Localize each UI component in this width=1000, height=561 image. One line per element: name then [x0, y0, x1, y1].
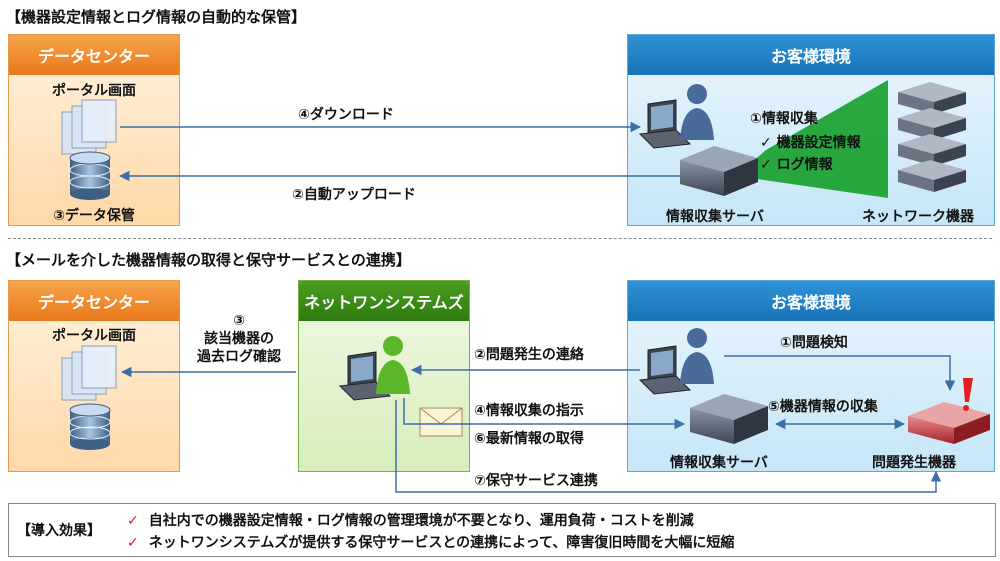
netone-laptop-user-icon	[338, 336, 410, 401]
bottom-customer-laptop-user-icon	[638, 328, 714, 395]
top-portal-label: ポータル画面	[52, 83, 136, 99]
top-section-title: 【機器設定情報とログ情報の自動的な保管】	[6, 8, 307, 26]
step3-label: ③ 該当機器の 過去ログ確認	[186, 312, 292, 366]
alert-icon	[963, 378, 973, 411]
bottom-portal-documents-icon	[61, 345, 117, 401]
top-upload-label: ②自動アップロード	[292, 187, 416, 203]
step4-label: ④情報収集の指示	[474, 403, 584, 419]
top-collect-item2: ✓ ログ情報	[760, 157, 833, 173]
top-customer-header: お客様環境	[628, 35, 994, 75]
top-upload-arrow	[118, 170, 691, 182]
step3-line1: 該当機器の	[204, 331, 274, 347]
bottom-collection-server-icon	[690, 394, 768, 444]
step1-label: ①問題検知	[780, 335, 848, 351]
effects-line-1: ✓ 自社内での機器設定情報・ログ情報の管理環境が不要となり、運用負荷・コストを削減	[127, 510, 694, 530]
top-server-label: 情報収集サーバ	[666, 209, 764, 225]
step5-label: ⑤機器情報の収集	[768, 399, 878, 415]
step7-arrow	[395, 400, 942, 493]
section-divider	[8, 238, 992, 239]
top-database-icon	[69, 151, 111, 200]
top-portal-documents-icon	[61, 99, 117, 155]
check-icon: ✓	[127, 535, 139, 551]
bottom-server-label: 情報収集サーバ	[670, 455, 768, 471]
bottom-database-icon	[69, 403, 111, 450]
bottom-portal-label: ポータル画面	[52, 328, 136, 344]
step7-label: ⑦保守サービス連携	[474, 473, 598, 489]
top-collect-label: ①情報収集	[750, 111, 818, 127]
bottom-section-title: 【メールを介した機器情報の取得と保守サービスとの連携】	[6, 251, 411, 269]
step3-number: ③	[233, 313, 245, 329]
step1-arrow	[724, 355, 956, 392]
bottom-datacenter-header: データセンター	[9, 281, 179, 321]
step6-label: ⑥最新情報の取得	[474, 431, 584, 447]
effects-line-2: ✓ ネットワンシステムズが提供する保守サービスとの連携によって、障害復旧時間を大幅…	[127, 532, 734, 552]
top-download-label: ④ダウンロード	[298, 107, 394, 123]
top-laptop-user-icon	[638, 84, 714, 149]
effects-line-2-text: ネットワンシステムズが提供する保守サービスとの連携によって、障害復旧時間を大幅に…	[148, 535, 735, 551]
top-collect-item1: ✓ 機器設定情報	[760, 135, 861, 151]
bottom-customer-header: お客様環境	[628, 281, 994, 321]
netone-header: ネットワンシステムズ	[299, 281, 469, 321]
top-collection-server-icon	[680, 146, 758, 196]
step2-label: ②問題発生の連絡	[474, 347, 584, 363]
faulty-device-icon	[908, 402, 990, 444]
collection-beam	[736, 80, 888, 198]
effects-title: 【導入効果】	[17, 523, 101, 539]
mail-envelope-icon	[419, 407, 463, 437]
check-icon: ✓	[127, 513, 139, 529]
top-datacenter-header: データセンター	[9, 35, 179, 75]
effects-box: 【導入効果】 ✓ 自社内での機器設定情報・ログ情報の管理環境が不要となり、運用負荷…	[8, 503, 996, 557]
effects-line-1-text: 自社内での機器設定情報・ログ情報の管理環境が不要となり、運用負荷・コストを削減	[148, 513, 694, 529]
step3-line2: 過去ログ確認	[197, 349, 281, 365]
top-network-label: ネットワーク機器	[862, 209, 974, 225]
faulty-device-label: 問題発生機器	[872, 455, 956, 471]
top-storage-label: ③データ保管	[53, 208, 135, 224]
step4-arrow	[403, 398, 686, 430]
network-devices-icon	[898, 82, 966, 192]
